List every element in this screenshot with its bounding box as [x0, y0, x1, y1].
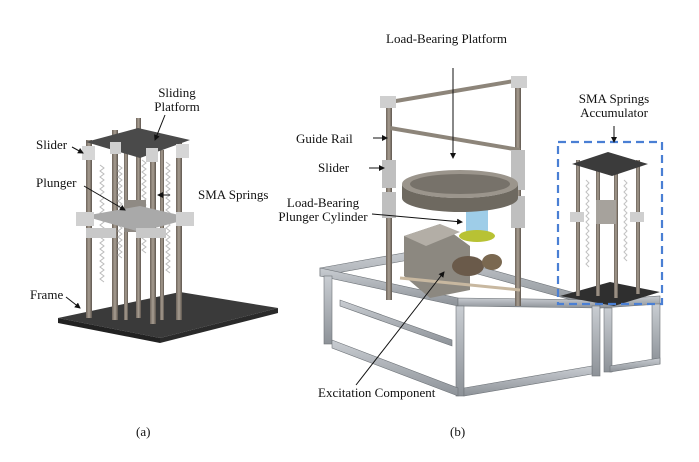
label-sliding-platform-line2: Platform [154, 99, 200, 114]
label-frame: Frame [30, 287, 64, 302]
load-bearing-platform [402, 170, 518, 212]
label-sma-accumulator: SMA Springs Accumulator [572, 92, 656, 120]
label-sma-accumulator-line2: Accumulator [580, 105, 648, 120]
label-sma-accumulator-line1: SMA Springs [578, 91, 650, 106]
aluminum-frame [319, 249, 661, 397]
figure-b-assembly [319, 76, 664, 397]
figure-a-assembly [58, 118, 278, 343]
label-plunger-cylinder: Load-Bearing Plunger Cylinder [270, 196, 376, 224]
figure-a-arrows [65, 114, 170, 309]
accumulator-assembly [560, 152, 660, 306]
label-sliding-platform: Sliding Platform [146, 86, 208, 114]
sliding-platform [86, 128, 190, 158]
label-sma-springs: SMA Springs [198, 187, 269, 202]
label-guide-rail: Guide Rail [296, 131, 353, 146]
label-load-bearing-platform: Load-Bearing Platform [386, 31, 507, 46]
label-plunger: Plunger [36, 175, 77, 190]
label-slider-b: Slider [318, 160, 350, 175]
caption-a: (a) [136, 424, 151, 439]
caption-b: (b) [450, 424, 466, 439]
label-slider-a: Slider [36, 137, 68, 152]
label-sliding-platform-line1: Sliding [158, 85, 196, 100]
label-excitation-component: Excitation Component [318, 385, 436, 400]
frame-base-plate [58, 292, 278, 338]
accumulator-dashed-box [556, 140, 664, 306]
label-plunger-cylinder-line2: Plunger Cylinder [278, 209, 368, 224]
slider-left [382, 160, 396, 188]
figure-b-arrows [355, 68, 617, 386]
label-plunger-cylinder-line1: Load-Bearing [286, 195, 360, 210]
